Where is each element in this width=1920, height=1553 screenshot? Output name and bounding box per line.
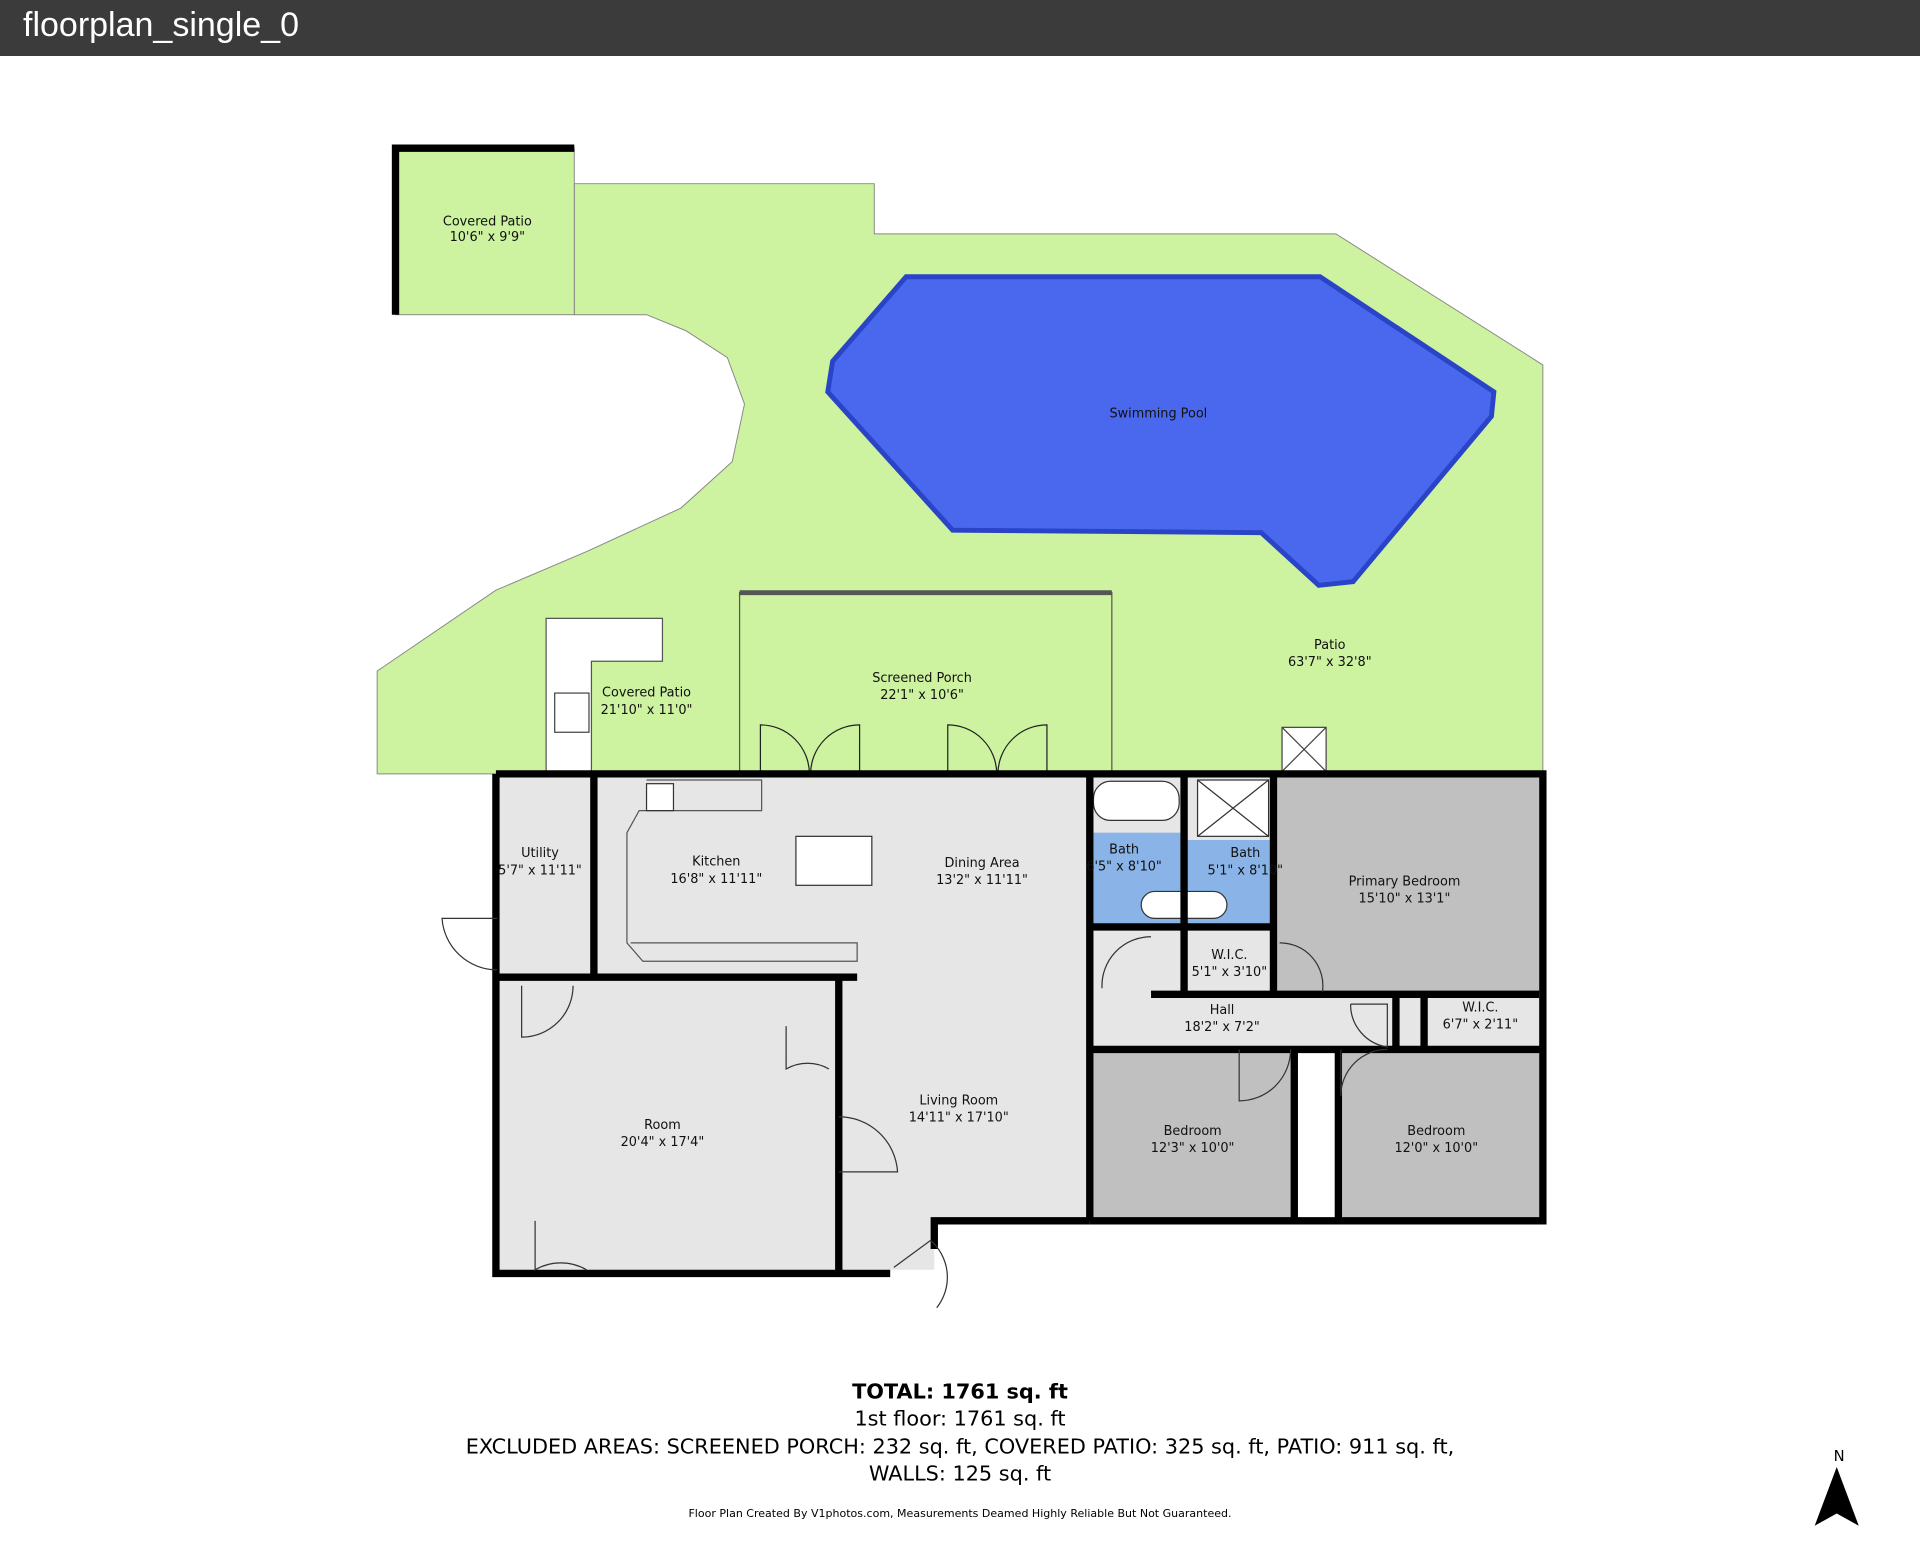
living-room-size: 14'11" x 17'10" [909, 1111, 1009, 1126]
patio-size: 63'7" x 32'8" [1288, 655, 1372, 670]
wic2-label: W.I.C. [1462, 1000, 1498, 1015]
bath1-label: Bath [1109, 842, 1139, 857]
covered-patio-size: 21'10" x 11'0" [601, 703, 693, 718]
compass-label: N [1834, 1448, 1845, 1465]
total-area: TOTAL: 1761 sq. ft [852, 1379, 1068, 1403]
swimming-pool-label: Swimming Pool [1109, 407, 1207, 422]
covered-patio-top-label: Covered Patio [443, 214, 532, 229]
dining-size: 13'2" x 11'11" [936, 873, 1028, 888]
walls-area: WALLS: 125 sq. ft [869, 1461, 1051, 1485]
window-title: floorplan_single_0 [23, 6, 299, 44]
kitchen-label: Kitchen [692, 855, 740, 870]
room-size: 20'4" x 17'4" [621, 1135, 705, 1150]
excluded-areas: EXCLUDED AREAS: SCREENED PORCH: 232 sq. … [466, 1434, 1454, 1458]
bedroom2-label: Bedroom [1407, 1124, 1465, 1139]
utility-size: 5'7" x 11'11" [498, 863, 582, 878]
credit-text: Floor Plan Created By V1photos.com, Meas… [688, 1507, 1231, 1520]
bath2-label: Bath [1230, 846, 1260, 861]
wic1-size: 5'1" x 3'10" [1192, 965, 1268, 980]
grill-icon [554, 692, 590, 733]
title-bar: floorplan_single_0 [0, 0, 1920, 56]
hall-label: Hall [1210, 1003, 1235, 1018]
north-arrow-icon [1814, 1466, 1859, 1526]
hall-size: 18'2" x 7'2" [1184, 1020, 1260, 1035]
primary-bedroom-size: 15'10" x 13'1" [1359, 891, 1451, 906]
screened-porch-label: Screened Porch [872, 671, 972, 686]
bedroom1-label: Bedroom [1164, 1124, 1222, 1139]
wic2-size: 6'7" x 2'11" [1443, 1018, 1519, 1033]
covered-patio-top-size: 10'6" x 9'9" [450, 230, 526, 245]
covered-patio-label: Covered Patio [602, 686, 691, 701]
primary-bedroom-label: Primary Bedroom [1349, 874, 1461, 889]
patio-label: Patio [1314, 638, 1346, 653]
swimming-pool [825, 274, 1497, 588]
floorplan: Covered Patio 10'6" x 9'9" Swimming Pool… [376, 144, 1859, 1526]
kitchen-size: 16'8" x 11'11" [670, 872, 762, 887]
covered-patio-top-area [395, 147, 575, 316]
bedroom2-size: 12'0" x 10'0" [1394, 1141, 1478, 1156]
living-room-label: Living Room [919, 1093, 998, 1108]
dining-label: Dining Area [944, 856, 1019, 871]
room-label: Room [644, 1118, 681, 1133]
screened-porch-size: 22'1" x 10'6" [880, 688, 964, 703]
wic1-label: W.I.C. [1211, 948, 1247, 963]
floor1-area: 1st floor: 1761 sq. ft [854, 1406, 1065, 1430]
bedroom1-size: 12'3" x 10'0" [1151, 1141, 1235, 1156]
bath1-size: 6'5" x 8'10" [1086, 860, 1162, 875]
bath2-size: 5'1" x 8'10" [1208, 863, 1284, 878]
utility-label: Utility [521, 846, 559, 861]
screened-porch-area [738, 592, 1113, 775]
